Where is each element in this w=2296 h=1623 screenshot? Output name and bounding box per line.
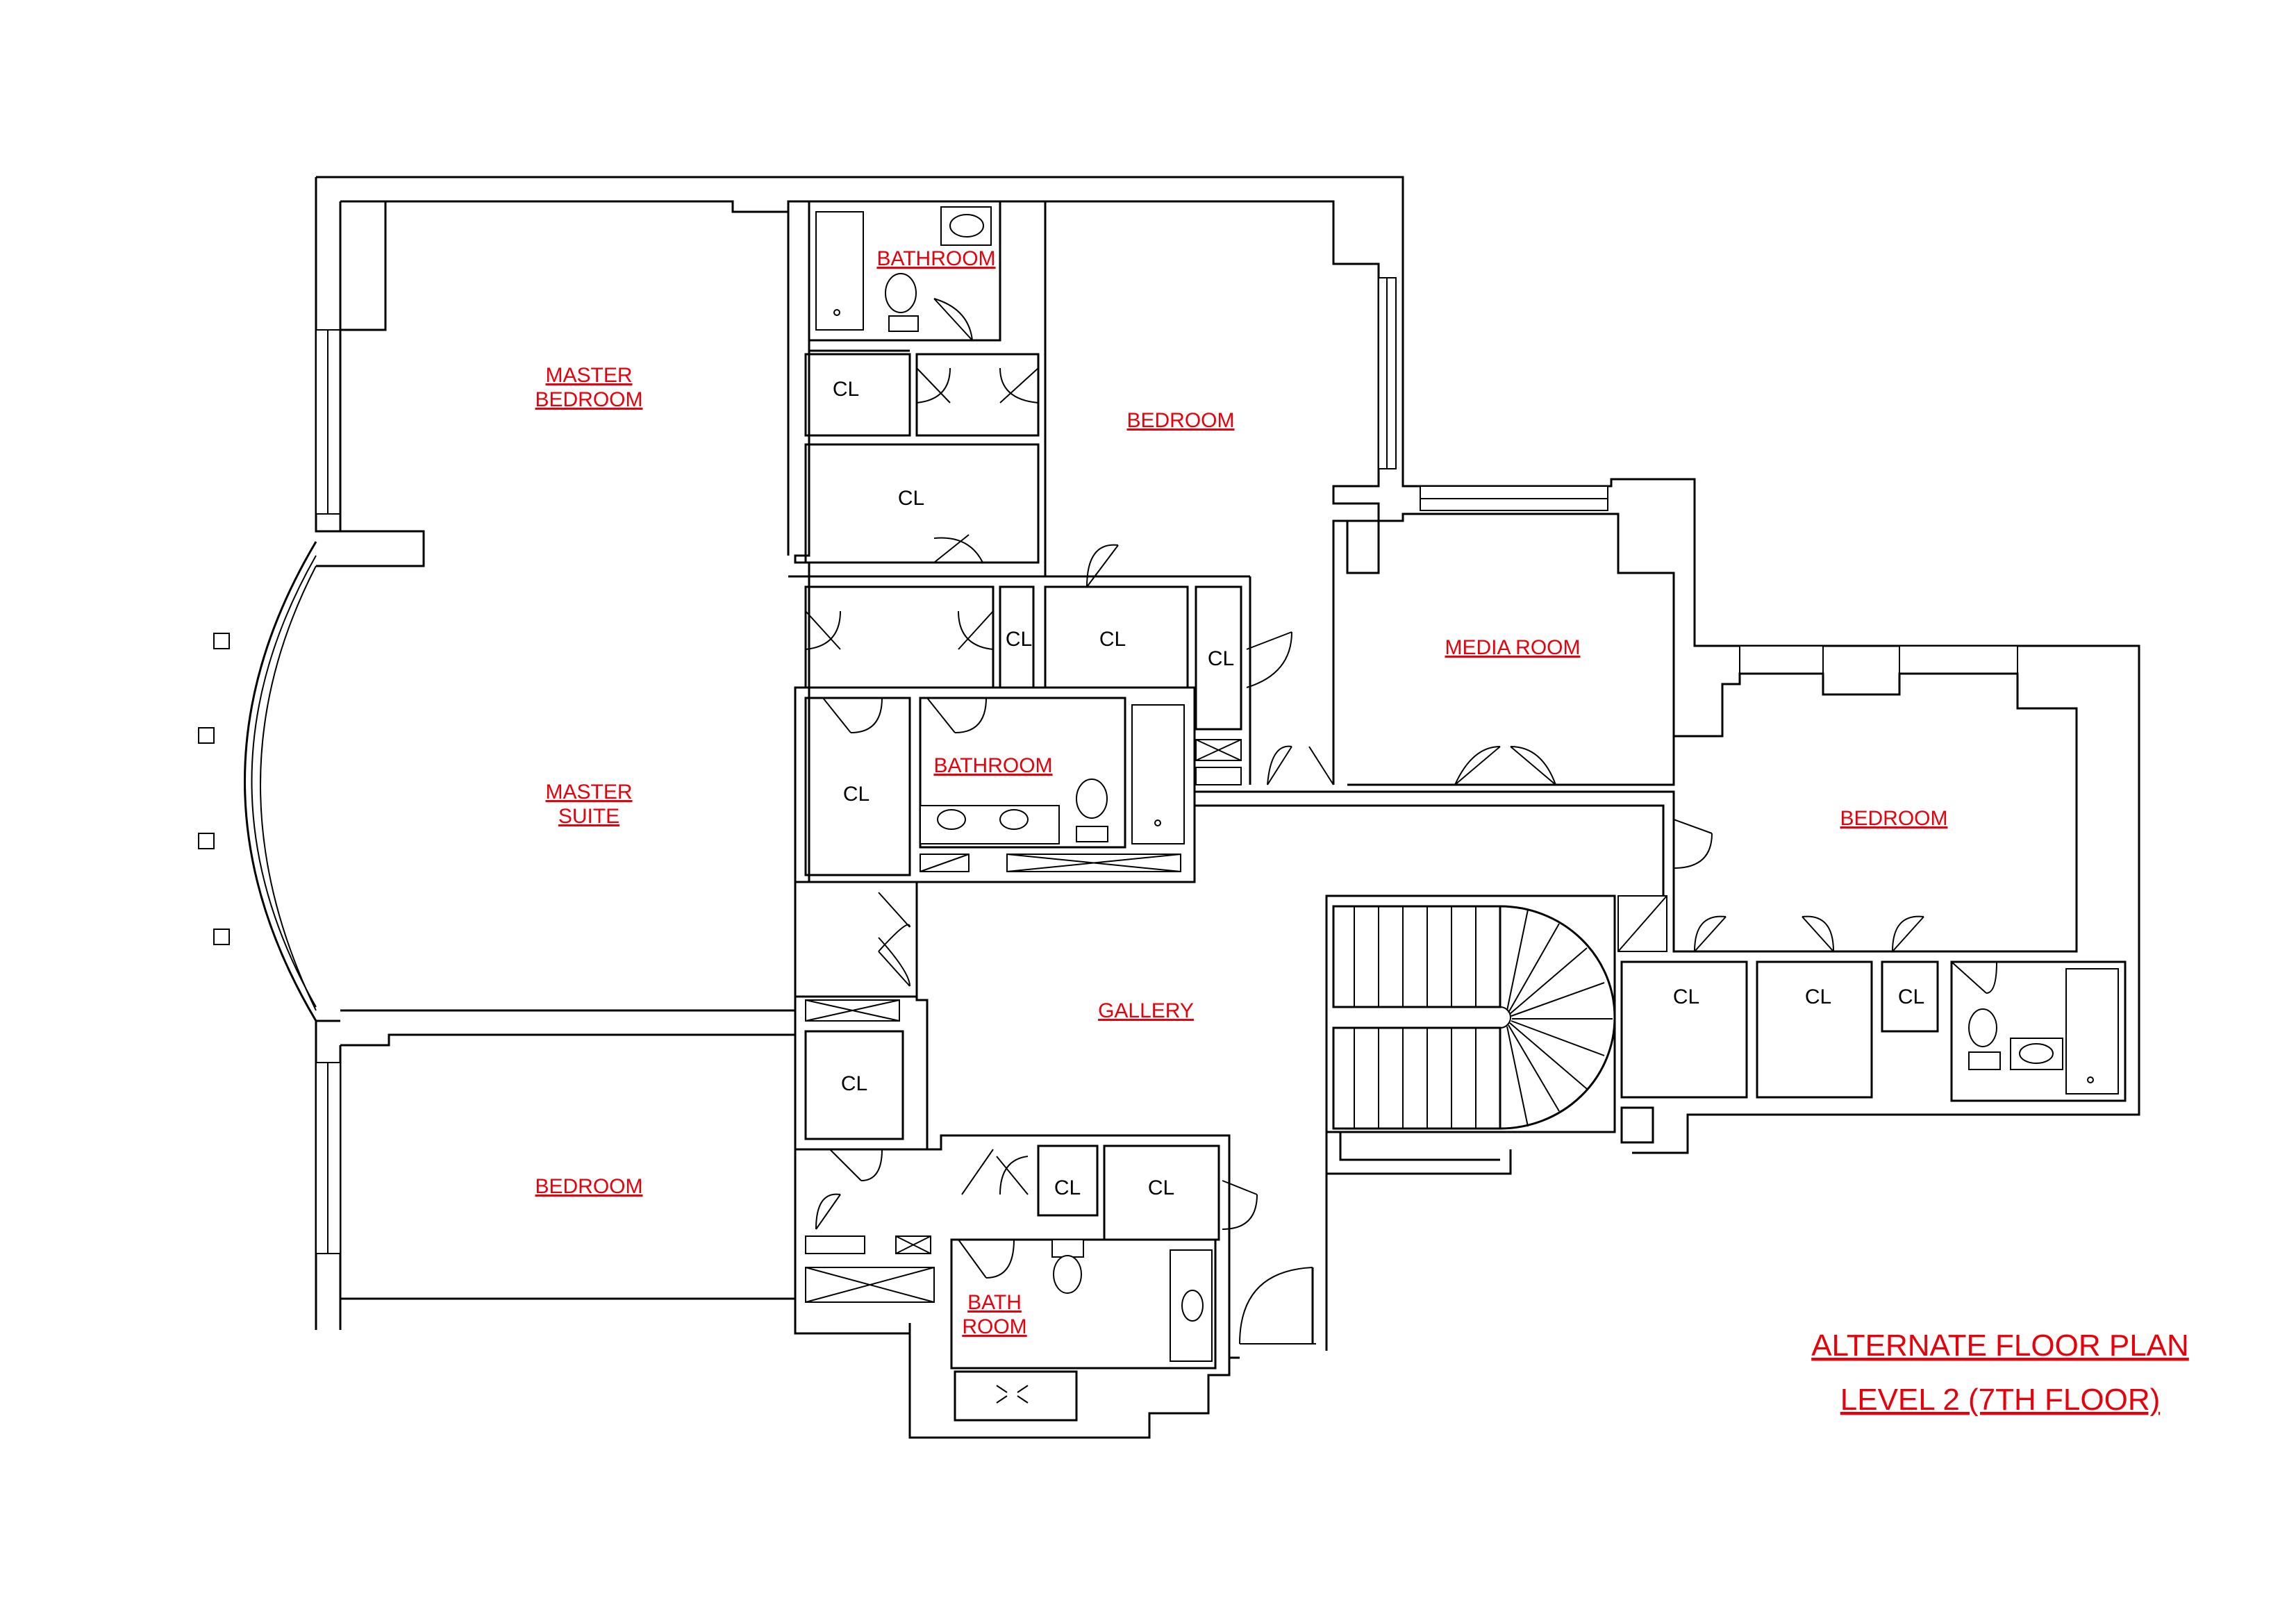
label-master-bedroom-1: MASTER [545,364,632,387]
closet-label: CL [898,487,924,510]
label-bath-room-1: BATH [967,1291,1022,1314]
title-line-1: ALTERNATE FLOOR PLAN [1811,1329,2189,1363]
closet-label: CL [843,783,870,806]
outer-walls [198,176,2140,1330]
closet-label: CL [1006,628,1032,651]
plan-title: ALTERNATE FLOOR PLAN LEVEL 2 (7TH FLOOR) [1811,1329,2189,1417]
label-master-suite-2: SUITE [558,805,619,828]
right-bath [1950,960,2127,1102]
closet-label: CL [841,1072,867,1095]
middle-bath [794,686,1196,883]
closet-label: CL [1054,1176,1081,1199]
label-bathroom-middle: BATHROOM [933,754,1052,777]
title-line-2: LEVEL 2 (7TH FLOOR) [1840,1383,2161,1417]
right-closets [1620,915,1939,1099]
closet-label: CL [1208,647,1234,670]
bottom-section [794,995,1316,1439]
label-bedroom-right: BEDROOM [1840,807,1947,830]
label-master-bedroom-2: BEDROOM [535,388,642,411]
label-bath-room-2: ROOM [962,1315,1026,1338]
label-bedroom-top: BEDROOM [1126,409,1234,432]
closet-label: CL [1148,1176,1174,1199]
label-bathroom-top: BATHROOM [876,247,995,270]
room-labels: MASTER BEDROOM MASTER SUITE BATHROOM BED… [535,247,1947,1338]
label-master-suite-1: MASTER [545,781,632,804]
label-gallery: GALLERY [1098,999,1194,1022]
closet-label: CL [1898,985,1924,1008]
closet-label: CL [1805,985,1831,1008]
closet-label: CL [1099,628,1126,651]
closet-label: CL [1673,985,1699,1008]
label-media-room: MEDIA ROOM [1445,636,1580,659]
top-bath-column [804,200,1047,576]
closet-labels: CL CL CL CL CL CL CL CL CL CL CL CL [833,378,1924,1199]
label-bedroom-bottom: BEDROOM [535,1175,642,1198]
closet-label: CL [833,378,859,401]
bedroom-right [1620,645,2127,1144]
media-room [1346,485,1675,786]
gallery [878,790,1675,1351]
